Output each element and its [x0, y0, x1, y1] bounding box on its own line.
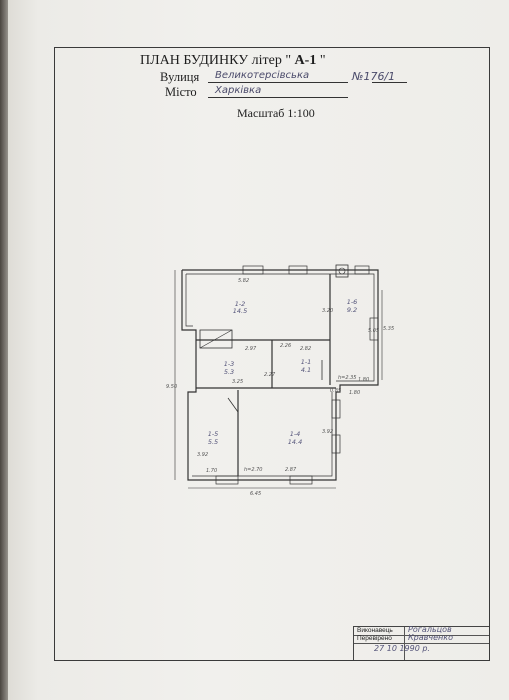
stamp-label-checked: Перевірено	[357, 635, 392, 642]
dim-label: 1.80	[358, 377, 369, 383]
city-value: Харківка	[215, 85, 262, 96]
street-underline	[208, 82, 348, 83]
document-sheet	[8, 0, 509, 700]
dim-label: 2.87	[285, 467, 297, 473]
approval-stamp: Виконавець Рогальцов Перевірено Кравченк…	[353, 625, 489, 660]
dim-label: 3.25	[232, 379, 243, 385]
dim-label: 6.45	[250, 491, 261, 497]
stamp-row-3: 27 10 1990 р.	[354, 643, 489, 653]
dim-label: 1.70	[206, 468, 217, 474]
height-label: h=2.35	[338, 375, 357, 381]
dim-label: 5.35	[383, 326, 394, 332]
cooker	[335, 264, 349, 278]
dim-label: 2.97	[245, 346, 257, 352]
outer-wall-inner-left	[185, 274, 193, 327]
house-number: №176/1	[352, 70, 396, 83]
room-1-1-id: 1-1	[301, 358, 312, 366]
window-right-2	[331, 434, 341, 454]
height-label: h=2.70	[244, 467, 263, 473]
room-1-4-id: 1-4	[290, 430, 301, 438]
dim-label: 2.27	[264, 372, 276, 378]
title-end: "	[319, 53, 326, 68]
dim-label: 2.82	[300, 346, 311, 352]
city-label: Місто	[165, 85, 197, 99]
stove	[199, 329, 233, 349]
room-1-5-id: 1-5	[208, 430, 219, 438]
stamp-value-checked: Кравченко	[408, 633, 453, 642]
window-bottom-1	[215, 475, 239, 485]
dim-label: 5.05	[368, 328, 379, 334]
window-bottom-2	[289, 475, 313, 485]
room-1-2-area: 14.5	[233, 307, 247, 315]
street-label: Вулиця	[160, 70, 200, 84]
outer-wall	[181, 269, 379, 481]
plan-title: ПЛАН БУДИНКУ літер " А-1 "	[140, 53, 440, 69]
room-1-5-area: 5.5	[208, 438, 218, 446]
room-1-6-id: 1-6	[347, 298, 358, 306]
dim-label: 2.26	[280, 343, 291, 349]
room-1-3-area: 5.3	[224, 368, 234, 376]
dim-label: 9.50	[166, 384, 177, 390]
title-text: ПЛАН БУДИНКУ літер "	[140, 53, 292, 68]
stamp-label-executor: Виконавець	[357, 627, 393, 634]
outer-wall-inner-bottom	[192, 392, 333, 477]
scale-label: Масштаб 1:100	[237, 106, 315, 120]
litera-text: А-1	[294, 53, 317, 68]
room-1-2-id: 1-2	[235, 300, 246, 308]
stamp-value-executor: Рогальцов	[408, 625, 452, 634]
window-right-3	[369, 317, 379, 341]
dim-label: 3.92	[197, 452, 208, 458]
city-underline	[208, 97, 348, 98]
city-row: Місто	[165, 85, 197, 100]
stamp-date: 27 10 1990 р.	[374, 644, 430, 653]
stamp-row-1: Виконавець Рогальцов	[354, 625, 489, 636]
room-1-4-area: 14.4	[288, 438, 302, 446]
number-underline	[372, 82, 407, 83]
dim-label: 5.82	[238, 278, 249, 284]
room-1-1-area: 4.1	[301, 366, 311, 374]
room-1-3-id: 1-3	[224, 360, 235, 368]
outer-wall-inner	[186, 273, 375, 382]
room-1-6-area: 9.2	[347, 306, 357, 314]
drawing-frame	[54, 47, 490, 661]
street-row: Вулиця	[160, 70, 199, 85]
street-value: Великотерсівська	[215, 70, 310, 81]
stamp-row-2: Перевірено Кравченко	[354, 633, 489, 644]
window-top-2	[288, 265, 308, 275]
window-top-1	[242, 265, 264, 275]
dim-label: 1.80	[349, 390, 360, 396]
window-right-1	[331, 399, 341, 419]
dim-label: 3.20	[322, 308, 333, 314]
dim-label: 3.92	[322, 429, 333, 435]
window-top-3	[354, 265, 370, 275]
dim-label: 0.85	[330, 388, 341, 394]
